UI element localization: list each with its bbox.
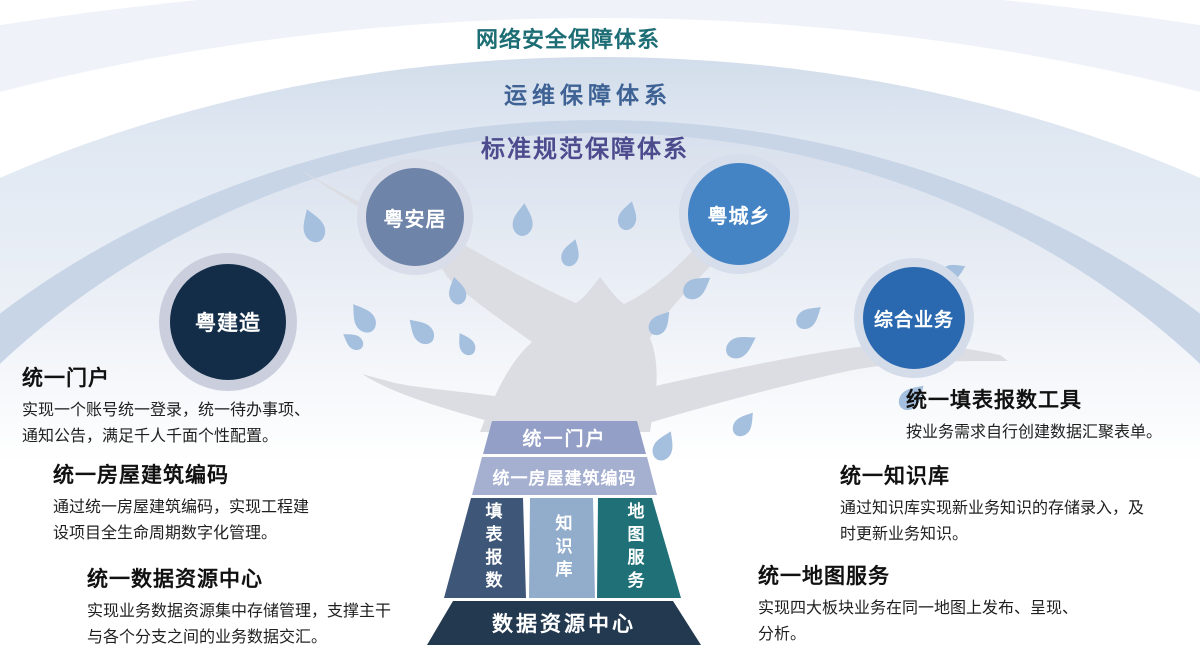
feature-knowledge-base: 统一知识库 通过知识库实现新业务知识的存储录入，及时更新业务知识。	[840, 460, 1152, 548]
leaf	[792, 300, 827, 334]
leaf	[345, 298, 381, 337]
trunk-base-data-center-label: 数据资源中心	[492, 613, 636, 636]
feature-map-service: 统一地图服务 实现四大板块业务在同一地图上发布、呈现、分析。	[758, 560, 1084, 648]
feature-unified-portal: 统一门户 实现一个账号统一登录，统一待办事项、通知公告，满足千人千面个性配置。	[22, 362, 314, 450]
trunk-column-knowledge-base-label: 知识库	[552, 513, 572, 583]
feature-unified-portal-desc: 实现一个账号统一登录，统一待办事项、通知公告，满足千人千面个性配置。	[22, 402, 311, 445]
leaf	[722, 328, 761, 363]
branch-lower-left	[362, 374, 520, 427]
trunk-band-portal: 统一门户	[483, 421, 646, 454]
trunk-band-building-code-label: 统一房屋建筑编码	[492, 468, 637, 488]
leaf	[728, 407, 760, 440]
trunk-column-knowledge-base: 知识库	[529, 498, 595, 598]
node-yueanju: 粤安居	[357, 159, 473, 275]
node-yueanju-label: 粤安居	[383, 208, 447, 231]
branch-lower-right	[628, 344, 1008, 428]
trunk	[430, 226, 729, 432]
feature-unified-portal-title: 统一门户	[22, 367, 110, 390]
trunk-column-map-service-label: 地图服务	[624, 502, 644, 594]
node-zonghe-yewu-label: 综合业务	[873, 309, 954, 331]
trunk-band-portal-label: 统一门户	[522, 429, 607, 450]
leaf	[648, 427, 680, 464]
feature-data-resource-center-desc: 实现业务数据资源集中存储管理，支撑主干与各个分支之间的业务数据交汇。	[87, 603, 392, 646]
leaf	[615, 198, 641, 233]
node-yuejianzao: 粤建造	[159, 253, 297, 391]
feature-knowledge-base-desc: 通过知识库实现新业务知识的存储录入，及时更新业务知识。	[840, 500, 1145, 543]
trunk-base-data-center: 数据资源中心	[427, 601, 701, 645]
feature-form-reporting-tool: 统一填表报数工具 按业务需求自行创建数据汇聚表单。	[906, 384, 1200, 446]
feature-building-code-desc: 通过统一房屋建筑编码，实现工程建设项目全生命周期数字化管理。	[53, 499, 310, 542]
node-zonghe-yewu: 综合业务	[854, 258, 974, 378]
leaf	[453, 329, 479, 359]
feature-knowledge-base-title: 统一知识库	[840, 465, 950, 488]
canopy-label-network-security: 网络安全保障体系	[475, 27, 660, 52]
leaf	[339, 328, 367, 354]
feature-building-code: 统一房屋建筑编码 通过统一房屋建筑编码，实现工程建设项目全生命周期数字化管理。	[53, 459, 315, 547]
feature-data-resource-center: 统一数据资源中心 实现业务数据资源集中存储管理，支撑主干与各个分支之间的业务数据…	[87, 563, 395, 651]
leaf	[297, 205, 329, 246]
leaf	[402, 312, 439, 349]
node-yuejianzao-label: 粤建造	[195, 312, 261, 335]
node-yuechengxiang: 粤城乡	[679, 154, 799, 274]
trunk-column-form-reporting-label: 填表报数	[482, 502, 502, 594]
canopy-label-standards: 标准规范保障体系	[481, 136, 689, 163]
feature-map-service-desc: 实现四大板块业务在同一地图上发布、呈现、分析。	[758, 600, 1079, 643]
feature-form-reporting-tool-desc: 按业务需求自行创建数据汇聚表单。	[906, 424, 1163, 441]
feature-map-service-title: 统一地图服务	[758, 565, 890, 588]
feature-building-code-title: 统一房屋建筑编码	[53, 464, 229, 487]
canopy-label-operations: 运维保障体系	[504, 82, 672, 108]
node-yuechengxiang-label: 粤城乡	[707, 205, 771, 228]
trunk-band-building-code: 统一房屋建筑编码	[472, 457, 657, 495]
feature-data-resource-center-title: 统一数据资源中心	[87, 568, 263, 591]
leaf	[511, 202, 535, 237]
feature-form-reporting-tool-title: 统一填表报数工具	[906, 389, 1082, 412]
leaf	[558, 236, 584, 269]
